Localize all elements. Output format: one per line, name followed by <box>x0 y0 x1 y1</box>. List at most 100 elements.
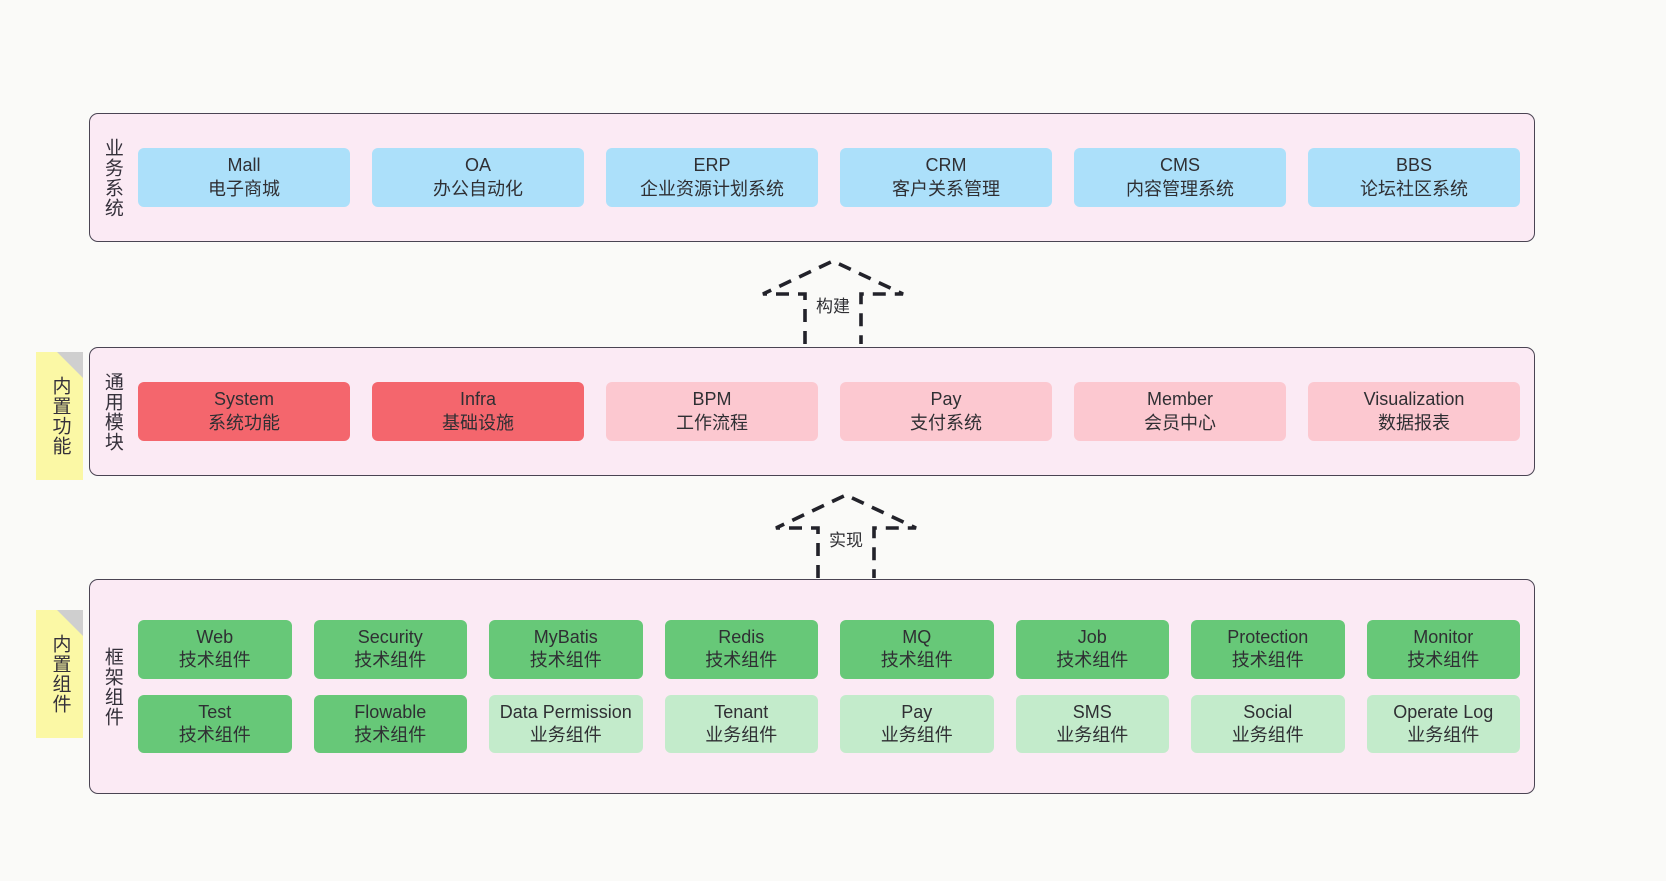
card-name: Member <box>1146 389 1213 410</box>
card-desc: 支付系统 <box>910 412 982 433</box>
framework-card-data-permission[interactable]: Data Permission 业务组件 <box>489 694 643 753</box>
business-card-cms[interactable]: CMS 内容管理系统 <box>1074 148 1286 207</box>
card-desc: 业务组件 <box>1231 724 1304 745</box>
card-desc: 内容管理系统 <box>1126 178 1234 199</box>
card-desc: 技术组件 <box>1407 650 1480 671</box>
framework-card-security[interactable]: Security 技术组件 <box>313 620 467 679</box>
card-desc: 业务组件 <box>1056 724 1129 745</box>
card-desc: 系统功能 <box>208 412 280 433</box>
card-desc: 业务组件 <box>529 724 602 745</box>
card-desc: 办公自动化 <box>433 178 523 199</box>
card-desc: 业务组件 <box>705 724 778 745</box>
card-desc: 论坛社区系统 <box>1360 178 1468 199</box>
card-desc: 企业资源计划系统 <box>640 178 784 199</box>
common-card-system[interactable]: System 系统功能 <box>138 382 350 441</box>
layer-body-business: Mall 电子商城 OA 办公自动化 ERP 企业资源计划系统 CRM 客户关系… <box>134 114 1534 241</box>
business-card-bbs[interactable]: BBS 论坛社区系统 <box>1308 148 1520 207</box>
card-name: Pay <box>901 701 933 722</box>
card-desc: 工作流程 <box>676 412 748 433</box>
card-name: Job <box>1077 627 1107 648</box>
framework-row-tech: Web 技术组件 Security 技术组件 MyBatis 技术组件 Redi… <box>138 620 1520 679</box>
card-name: Data Permission <box>499 701 632 722</box>
card-name: Infra <box>459 389 497 410</box>
sticky-note-builtin-components: 内置组件 <box>36 610 83 738</box>
card-name: MyBatis <box>533 627 598 648</box>
layer-common-modules: 通用模块 System 系统功能 Infra 基础设施 BPM 工作流程 Pay… <box>89 347 1535 476</box>
card-name: BPM <box>692 389 732 410</box>
layer-business-systems: 业务系统 Mall 电子商城 OA 办公自动化 ERP 企业资源计划系统 CRM… <box>89 113 1535 242</box>
card-name: Security <box>357 627 423 648</box>
card-name: SMS <box>1072 701 1112 722</box>
connector-label-implement: 实现 <box>829 531 863 550</box>
framework-card-flowable[interactable]: Flowable 技术组件 <box>313 694 467 753</box>
card-desc: 技术组件 <box>178 724 251 745</box>
card-desc: 会员中心 <box>1144 412 1216 433</box>
framework-card-social[interactable]: Social 业务组件 <box>1191 694 1345 753</box>
card-name: Pay <box>930 389 962 410</box>
layer-title-common: 通用模块 <box>101 371 123 452</box>
card-name: Protection <box>1227 627 1309 648</box>
business-row: Mall 电子商城 OA 办公自动化 ERP 企业资源计划系统 CRM 客户关系… <box>138 148 1520 207</box>
card-name: Operate Log <box>1393 701 1494 722</box>
layer-body-common: System 系统功能 Infra 基础设施 BPM 工作流程 Pay 支付系统… <box>134 348 1534 475</box>
framework-card-mq[interactable]: MQ 技术组件 <box>840 620 994 679</box>
card-desc: 技术组件 <box>705 650 778 671</box>
framework-card-redis[interactable]: Redis 技术组件 <box>664 620 818 679</box>
card-name: Test <box>198 701 232 722</box>
framework-card-test[interactable]: Test 技术组件 <box>138 694 292 753</box>
note-label: 内置功能 <box>49 376 71 456</box>
framework-row-business: Test 技术组件 Flowable 技术组件 Data Permission … <box>138 694 1520 753</box>
implement-arrow-icon <box>775 493 917 578</box>
framework-card-job[interactable]: Job 技术组件 <box>1015 620 1169 679</box>
card-desc: 技术组件 <box>354 724 427 745</box>
common-row: System 系统功能 Infra 基础设施 BPM 工作流程 Pay 支付系统… <box>138 382 1520 441</box>
common-card-member[interactable]: Member 会员中心 <box>1074 382 1286 441</box>
sticky-note-builtin-functions: 内置功能 <box>36 352 83 480</box>
card-desc: 客户关系管理 <box>892 178 1000 199</box>
framework-card-sms[interactable]: SMS 业务组件 <box>1015 694 1169 753</box>
card-desc: 技术组件 <box>178 650 251 671</box>
card-desc: 技术组件 <box>880 650 953 671</box>
card-desc: 技术组件 <box>1056 650 1129 671</box>
build-arrow-icon <box>762 259 904 344</box>
card-desc: 业务组件 <box>1407 724 1480 745</box>
framework-card-pay[interactable]: Pay 业务组件 <box>840 694 994 753</box>
card-name: Social <box>1243 701 1293 722</box>
framework-card-monitor[interactable]: Monitor 技术组件 <box>1366 620 1520 679</box>
framework-card-tenant[interactable]: Tenant 业务组件 <box>664 694 818 753</box>
card-desc: 技术组件 <box>354 650 427 671</box>
common-card-visualization[interactable]: Visualization 数据报表 <box>1308 382 1520 441</box>
card-name: System <box>213 389 274 410</box>
card-name: CRM <box>925 155 967 176</box>
common-card-pay[interactable]: Pay 支付系统 <box>840 382 1052 441</box>
framework-card-mybatis[interactable]: MyBatis 技术组件 <box>489 620 643 679</box>
card-name: Flowable <box>354 701 427 722</box>
card-name: Redis <box>718 627 765 648</box>
note-label: 内置组件 <box>49 634 71 714</box>
business-card-oa[interactable]: OA 办公自动化 <box>372 148 584 207</box>
card-name: BBS <box>1395 155 1433 176</box>
card-desc: 电子商城 <box>208 178 280 199</box>
business-card-mall[interactable]: Mall 电子商城 <box>138 148 350 207</box>
layer-body-framework: Web 技术组件 Security 技术组件 MyBatis 技术组件 Redi… <box>134 580 1534 793</box>
note-fold-corner-icon <box>57 352 83 378</box>
layer-title-business: 业务系统 <box>101 137 123 218</box>
framework-card-protection[interactable]: Protection 技术组件 <box>1191 620 1345 679</box>
layer-title-framework: 框架组件 <box>101 646 123 727</box>
framework-card-operate-log[interactable]: Operate Log 业务组件 <box>1366 694 1520 753</box>
framework-card-web[interactable]: Web 技术组件 <box>138 620 292 679</box>
card-name: Mall <box>227 155 261 176</box>
card-desc: 技术组件 <box>529 650 602 671</box>
layer-framework-components: 框架组件 Web 技术组件 Security 技术组件 MyBatis 技术组件… <box>89 579 1535 794</box>
connector-implement: 实现 <box>770 492 922 580</box>
card-desc: 业务组件 <box>880 724 953 745</box>
business-card-crm[interactable]: CRM 客户关系管理 <box>840 148 1052 207</box>
card-name: Tenant <box>714 701 769 722</box>
business-card-erp[interactable]: ERP 企业资源计划系统 <box>606 148 818 207</box>
card-name: ERP <box>693 155 731 176</box>
common-card-bpm[interactable]: BPM 工作流程 <box>606 382 818 441</box>
common-card-infra[interactable]: Infra 基础设施 <box>372 382 584 441</box>
card-name: Web <box>196 627 234 648</box>
card-desc: 技术组件 <box>1231 650 1304 671</box>
